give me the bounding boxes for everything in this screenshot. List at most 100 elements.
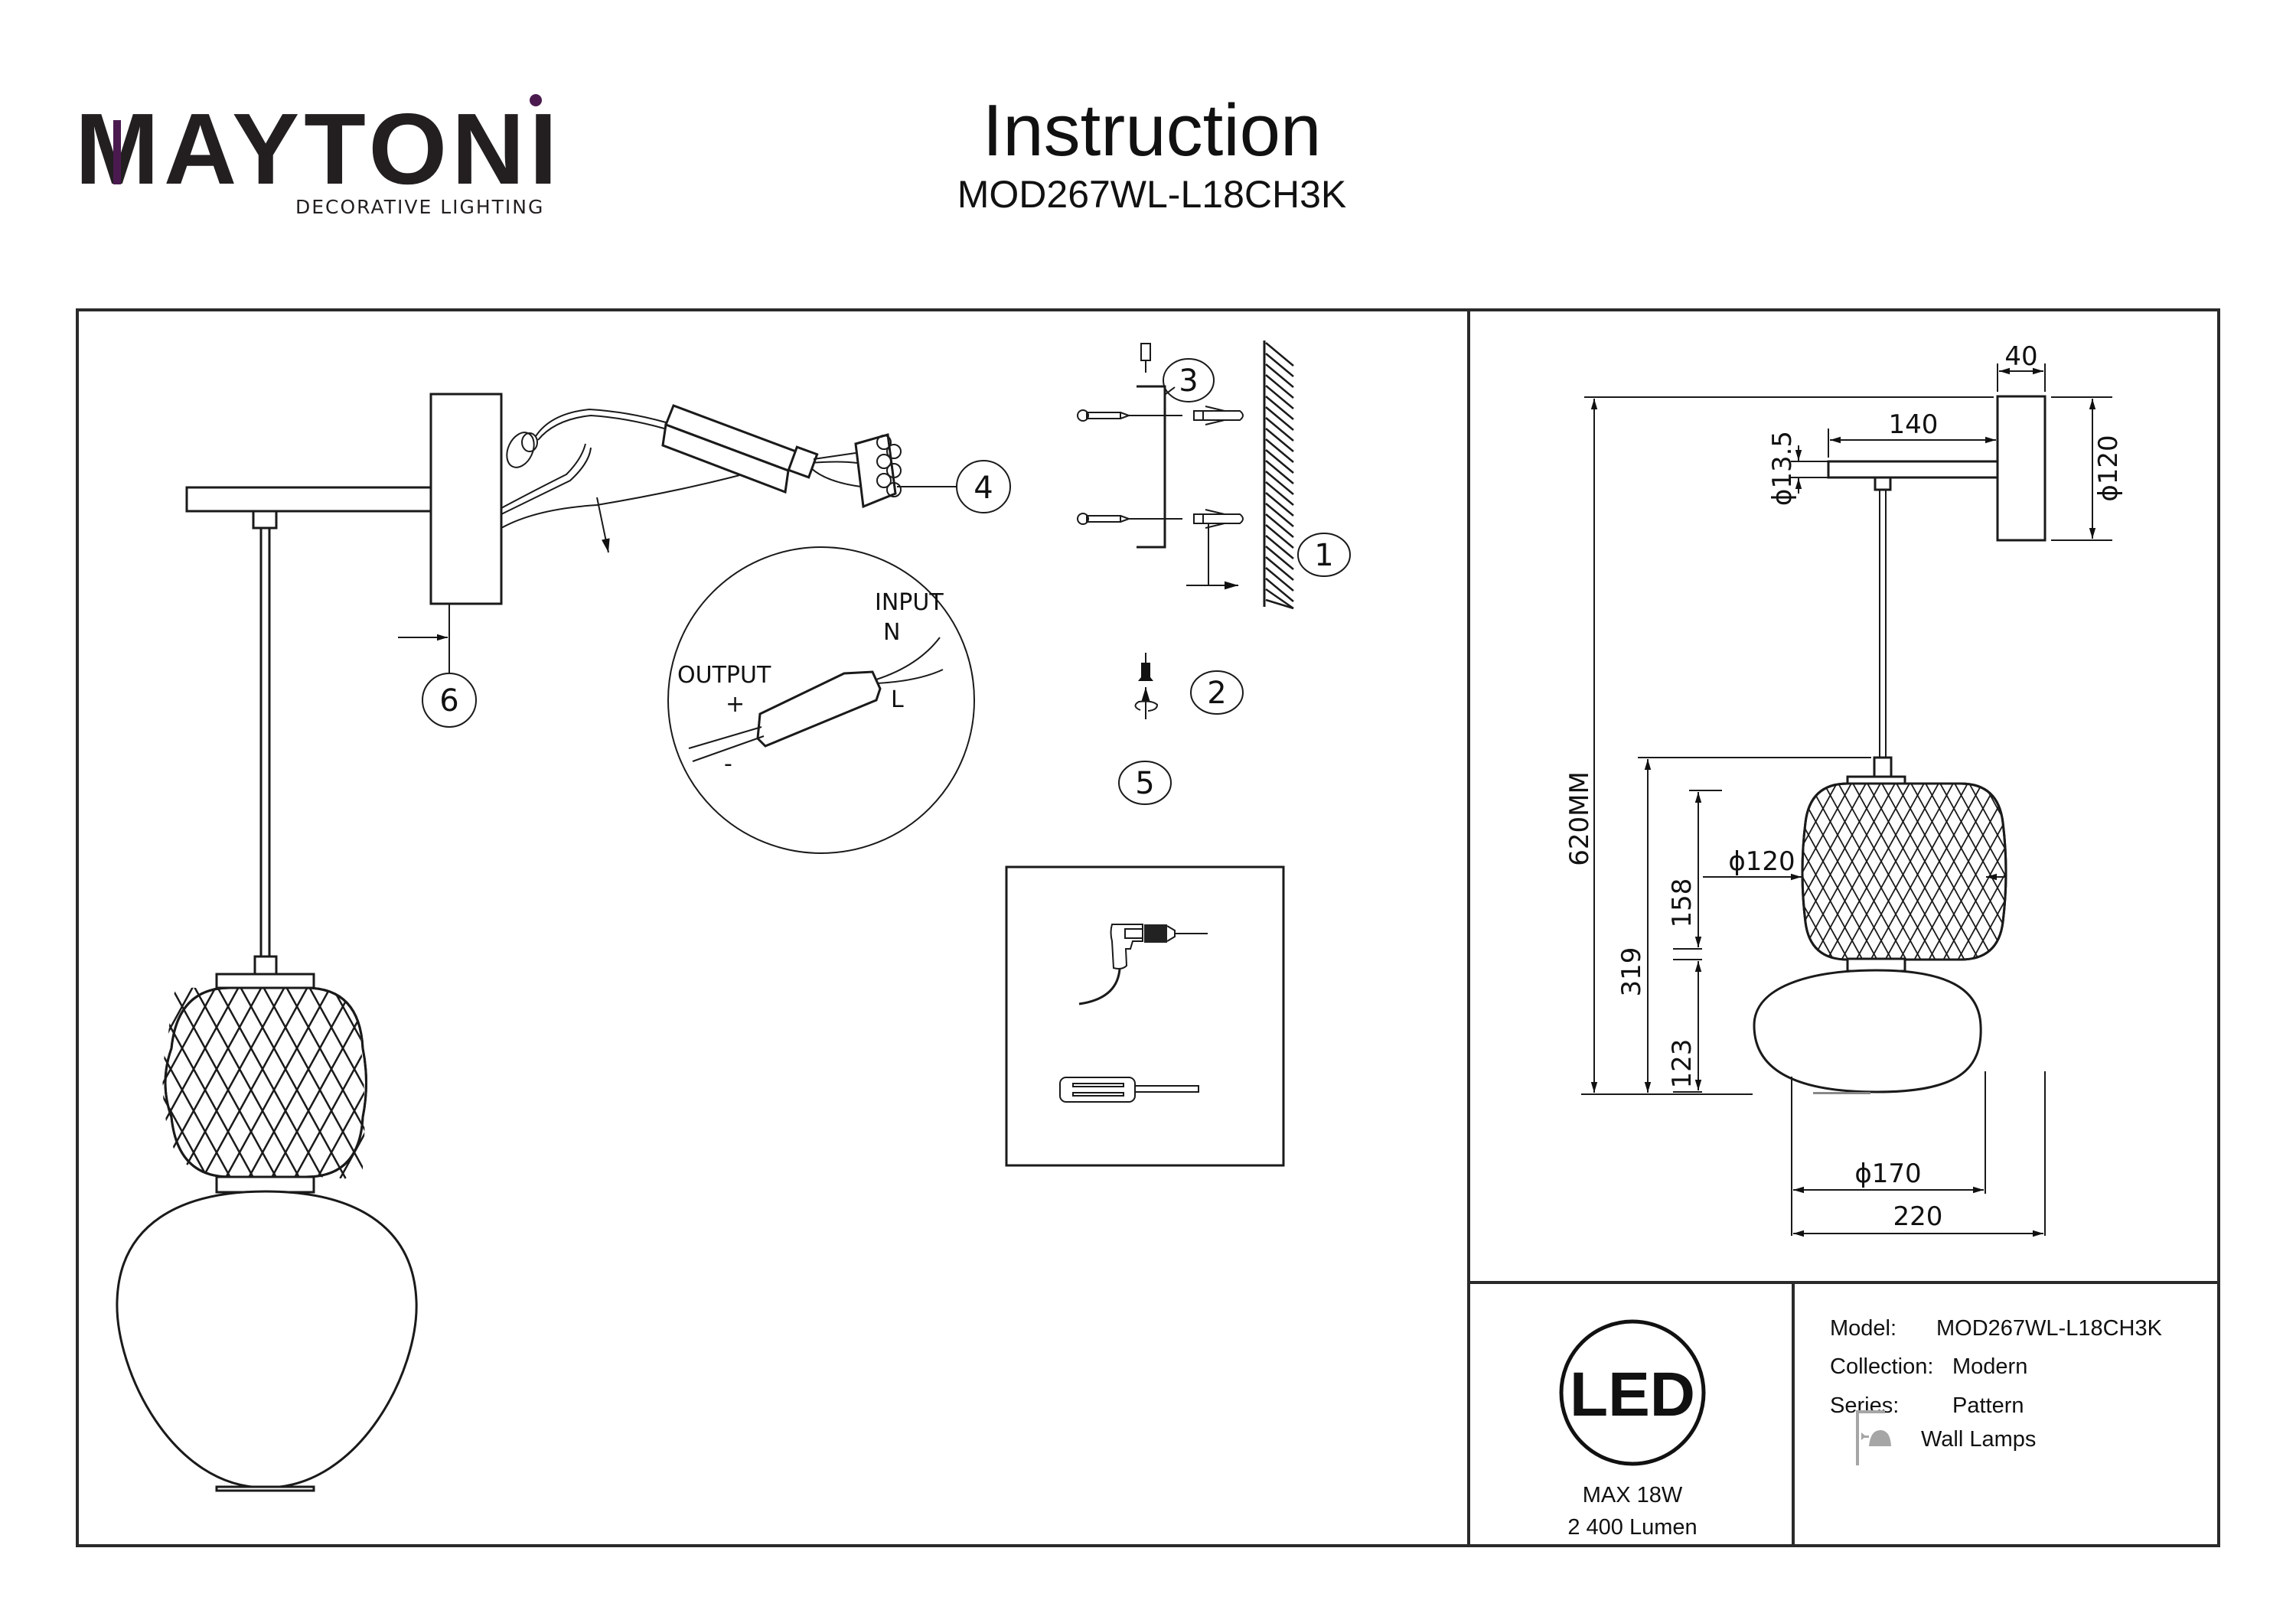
lattice-line: [446, 986, 553, 1178]
wall-backplate: [429, 393, 503, 605]
lattice-line: [2030, 782, 2128, 961]
lattice-line: [1593, 782, 1692, 961]
lattice-line: [2056, 782, 2154, 961]
input-l-label: L: [891, 686, 904, 713]
lattice-line: [2172, 782, 2271, 961]
page-title: Instruction: [983, 90, 1322, 171]
dim-backplate: [1996, 395, 2047, 542]
lattice-line: [162, 987, 264, 1179]
brand-name: MAYTONI: [75, 93, 562, 205]
hatch-line: [1265, 396, 1294, 420]
lattice-line: [162, 987, 172, 1179]
wood-screw-top: [1077, 409, 1131, 422]
drill-icon: [1078, 924, 1208, 1005]
rod-cap: [253, 955, 278, 976]
lattice-line: [1942, 784, 2006, 960]
dim-total-projection: 220: [1893, 1201, 1943, 1232]
arm-joint: [252, 510, 278, 530]
dim-arm-length: 140: [1889, 409, 1939, 440]
lattice-line: [2070, 782, 2169, 961]
lattice-line: [1956, 784, 2006, 960]
dim-upper-shade: [1593, 782, 2271, 961]
callout-4-circle: [956, 460, 1011, 513]
lattice-line: [2128, 782, 2227, 961]
lattice-line: [1802, 784, 1867, 960]
lattice-line: [1802, 784, 1882, 960]
lattice-line: [0, 986, 10, 1178]
lattice-line: [261, 987, 365, 1179]
lower-shade-opal: [116, 1190, 418, 1489]
lattice-line: [0, 986, 33, 1178]
lattice-line: [0, 986, 70, 1178]
max-power: MAX 18W: [1583, 1483, 1683, 1507]
cable-clip-inner: [521, 432, 538, 452]
wall-plug-bottom: [1193, 509, 1244, 529]
screwdriver-icon: [1059, 1077, 1199, 1103]
middle-collar: [215, 1175, 315, 1194]
lattice-line: [1854, 784, 1955, 960]
lattice-line: [192, 987, 301, 1179]
dim-total-height: 620MM: [1564, 771, 1595, 866]
set-screw-top: [1140, 343, 1151, 373]
outer-frame: [76, 308, 2220, 1547]
spec-collection-value: Modern: [1952, 1354, 2027, 1379]
lattice-line: [2088, 782, 2187, 961]
hatch-line: [1265, 492, 1294, 517]
driver-wiring-detail: OUTPUT + - INPUT N L: [667, 546, 975, 854]
lattice-line: [162, 987, 241, 1179]
lamp-arm: [185, 486, 432, 513]
callout-6-circle: [422, 673, 477, 728]
spec-category: Wall Lamps: [1921, 1427, 2036, 1452]
lattice-line: [1869, 784, 1969, 960]
spec-collection-label: Collection:: [1830, 1354, 1933, 1379]
lattice-line: [1895, 784, 1995, 960]
lattice-line: [1927, 784, 2006, 960]
mounting-detail: 3 1 2 5: [1077, 341, 1351, 805]
callout-6-label: 6: [439, 683, 458, 719]
dim-upper-shade-diameter: ϕ120: [1728, 846, 1795, 877]
lattice-line: [2041, 782, 2140, 961]
lattice-line: [1608, 782, 1707, 961]
lattice-line: [2015, 782, 2114, 961]
terminal-block: [854, 433, 902, 509]
spec-series-value: Pattern: [1952, 1393, 2024, 1418]
wall-hatch: [1265, 342, 1294, 610]
hatch-line: [1265, 417, 1294, 442]
lattice-line: [515, 986, 621, 1178]
lattice-line: [1837, 784, 1937, 960]
lattice-line: [1910, 784, 2006, 960]
hatch-line: [1265, 556, 1294, 581]
lattice-line: [1883, 784, 1984, 960]
wire-driver-terminal-2: [810, 468, 862, 487]
lattice-line: [2059, 782, 2157, 961]
lattice-line: [307, 987, 365, 1179]
logo-accent-bar: [113, 120, 121, 184]
lattice-line: [215, 987, 324, 1179]
hatch-line: [1265, 567, 1294, 592]
lattice-line: [1953, 784, 2006, 960]
tools-box: [1005, 865, 1285, 1167]
lattice-line: [162, 987, 163, 1179]
input-wire-n: [876, 637, 941, 680]
hatch-line: [1265, 524, 1294, 549]
lattice-line: [316, 987, 365, 1179]
wire-to-driver-2: [537, 414, 665, 441]
lattice-line: [2143, 782, 2242, 961]
lattice-line: [2000, 784, 2006, 960]
callout-4-label: 4: [974, 471, 993, 506]
lattice-line: [224, 987, 333, 1179]
dim-lower-shade: [1753, 969, 1982, 1093]
lattice-line: [1802, 784, 1896, 960]
lattice-line: [293, 987, 365, 1179]
dim-lower-shade-diameter: ϕ170: [1854, 1159, 1921, 1189]
lattice-line: [455, 986, 561, 1178]
set-screw-bottom: [1134, 653, 1159, 719]
callout-3-label: 3: [1179, 363, 1198, 399]
lattice-line: [1913, 784, 2006, 960]
lattice-line: [353, 987, 365, 1179]
dimension-drawing: 40 140 ϕ120 ϕ13.5 620MM 319 158 123 ϕ120…: [1564, 341, 2271, 1237]
hatch-line: [1265, 588, 1294, 610]
lattice-line: [1637, 782, 1736, 961]
lattice-line: [362, 987, 365, 1179]
hatch-line: [1265, 374, 1294, 399]
